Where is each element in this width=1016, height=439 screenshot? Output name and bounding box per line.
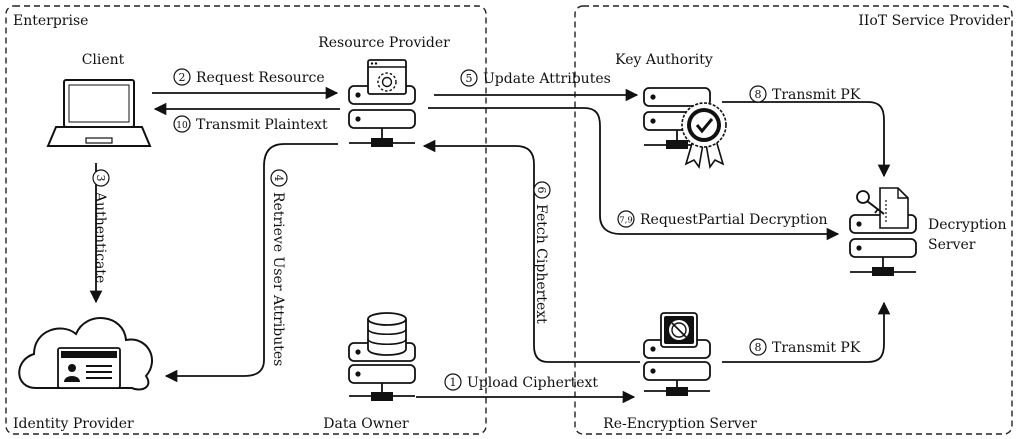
svg-text:10: 10 xyxy=(176,121,188,131)
re-encryption-server-icon xyxy=(643,339,711,396)
certificate-badge-icon xyxy=(681,102,727,170)
arrow-request-partial-decryption xyxy=(428,107,840,241)
data-owner-label: Data Owner xyxy=(323,416,409,432)
svg-text:8: 8 xyxy=(755,88,762,101)
identity-provider-label: Identity Provider xyxy=(13,416,134,432)
svg-text:8: 8 xyxy=(755,341,762,354)
enterprise-label: Enterprise xyxy=(13,13,88,29)
settings-window-icon xyxy=(367,59,407,95)
step-10-label: 10 Transmit Plaintext xyxy=(173,115,328,133)
database-icon xyxy=(367,312,407,356)
iiot-boundary xyxy=(574,5,1013,435)
svg-text:Transmit PK: Transmit PK xyxy=(772,340,861,356)
laptop-icon xyxy=(46,79,152,147)
resource-provider-server-icon xyxy=(348,85,416,148)
key-document-icon xyxy=(856,187,909,229)
decryption-label-line2: Server xyxy=(928,237,976,253)
key-authority-label: Key Authority xyxy=(615,52,713,68)
svg-text:Transmit Plaintext: Transmit Plaintext xyxy=(196,117,328,133)
arrow-fetch-ciphertext xyxy=(422,139,640,363)
enterprise-boundary xyxy=(5,5,487,435)
iiot-label: IIoT Service Provider xyxy=(858,13,1010,29)
step-3-label: 3 Authenticate xyxy=(92,169,110,283)
svg-text:Authenticate: Authenticate xyxy=(92,191,108,283)
svg-text:2: 2 xyxy=(179,71,186,84)
client-label: Client xyxy=(82,52,125,68)
step-8-top-label: 8 Transmit PK xyxy=(749,85,861,103)
step-8-bottom-label: 8 Transmit PK xyxy=(749,338,861,356)
svg-text:RequestPartial Decryption: RequestPartial Decryption xyxy=(640,212,828,228)
svg-text:4: 4 xyxy=(272,175,285,182)
arrow-transmit-pk-re-encryption xyxy=(722,301,891,363)
step-1-label: 1 Upload Ciphertext xyxy=(444,373,598,391)
re-encryption-label: Re-Encryption Server xyxy=(603,416,757,432)
cloud-id-card-icon xyxy=(18,317,153,391)
step-7-9-label: 7,9 RequestPartial Decryption xyxy=(617,210,828,228)
arrow-transmit-pk-key-authority xyxy=(722,101,891,178)
svg-text:Upload Ciphertext: Upload Ciphertext xyxy=(467,375,598,391)
svg-text:Fetch Ciphertext: Fetch Ciphertext xyxy=(533,204,549,324)
svg-text:Update Attributes: Update Attributes xyxy=(483,71,611,87)
encryption-window-icon xyxy=(660,312,698,348)
step-4-label: 4 Retrieve User Attributes xyxy=(270,169,288,366)
step-6-label: 6 Fetch Ciphertext xyxy=(533,181,551,324)
svg-text:5: 5 xyxy=(466,72,473,85)
svg-text:Transmit PK: Transmit PK xyxy=(772,87,861,103)
step-2-label: 2 Request Resource xyxy=(173,68,325,86)
svg-text:3: 3 xyxy=(94,175,107,182)
decryption-label-line1: Decryption xyxy=(928,217,1006,233)
resource-provider-label: Resource Provider xyxy=(318,35,450,51)
svg-text:Retrieve User Attributes: Retrieve User Attributes xyxy=(270,192,286,366)
svg-text:Request Resource: Request Resource xyxy=(196,70,325,86)
svg-text:1: 1 xyxy=(450,376,457,389)
arrow-retrieve-user-attributes xyxy=(164,143,338,383)
svg-text:6: 6 xyxy=(535,187,548,194)
step-5-label: 5 Update Attributes xyxy=(460,69,611,87)
svg-text:7,9: 7,9 xyxy=(619,216,633,226)
